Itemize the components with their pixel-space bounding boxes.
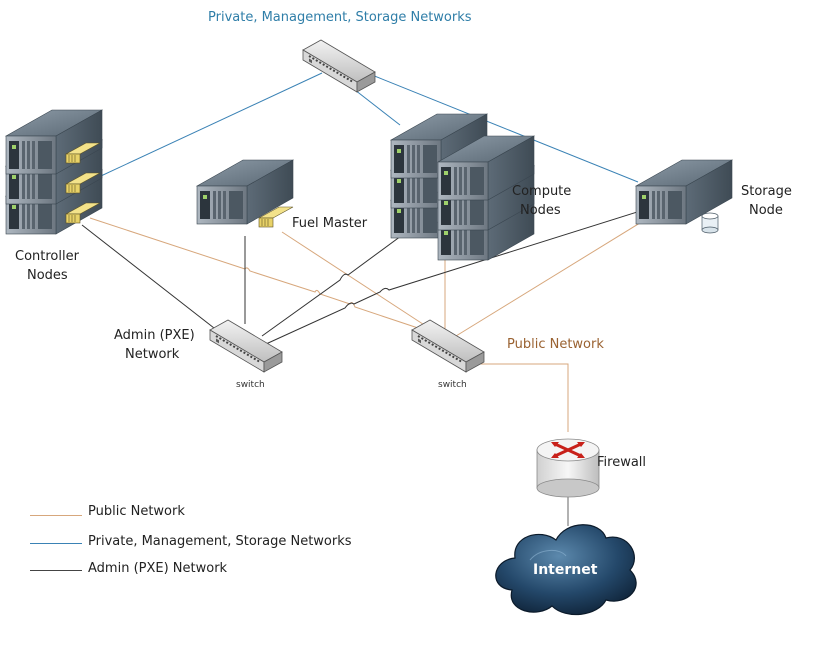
public-network-label: Public Network [507, 337, 604, 352]
legend-label-admin: Admin (PXE) Network [88, 561, 228, 576]
fuel-master-server [196, 159, 294, 228]
switch-label-public: switch [438, 380, 467, 390]
storage-node-label-line2: Node [749, 203, 783, 218]
admin-network-label-line1: Admin (PXE) [114, 328, 195, 343]
link-public-fuel [281, 231, 433, 331]
link-private-storage [371, 74, 639, 183]
compute-nodes-label-line1: Compute [512, 184, 572, 199]
storage-node-server [635, 159, 733, 234]
controller-nodes [5, 109, 103, 235]
storage-node-label-line1: Storage [741, 184, 792, 199]
public-network-links [89, 217, 649, 432]
controller-nodes-label-line1: Controller [15, 249, 79, 264]
link-private-controller [87, 72, 323, 183]
switch-icon [302, 39, 376, 93]
compute-nodes-label-line2: Nodes [520, 203, 561, 218]
private-network-links [87, 72, 639, 183]
disk-icon [701, 212, 719, 234]
switch-label-admin: switch [236, 380, 265, 390]
switch-icon [209, 319, 283, 373]
firewall-label: Firewall [597, 455, 647, 470]
admin-network-label-line2: Network [125, 347, 180, 362]
link-admin-controller [81, 224, 215, 329]
controller-nodes-label-line2: Nodes [27, 268, 68, 283]
legend-swatch-admin [30, 570, 82, 571]
link-public-controller [89, 217, 419, 329]
internet-label: Internet [533, 562, 598, 578]
link-admin-storage [265, 207, 651, 345]
private-networks-title: Private, Management, Storage Networks [208, 10, 472, 25]
link-admin-compute [261, 221, 421, 337]
admin-network-links [81, 207, 651, 345]
legend-label-private: Private, Management, Storage Networks [88, 534, 352, 549]
server-icon [196, 159, 294, 228]
link-public-firewall [470, 363, 569, 432]
cloud-icon [495, 524, 637, 616]
router-icon [536, 438, 600, 498]
fuel-master-label: Fuel Master [292, 216, 368, 231]
legend-label-public: Public Network [88, 504, 185, 519]
link-public-storage [455, 217, 649, 337]
legend-swatch-public [30, 515, 82, 516]
switch-icon [411, 319, 485, 373]
legend-swatch-private [30, 543, 82, 544]
